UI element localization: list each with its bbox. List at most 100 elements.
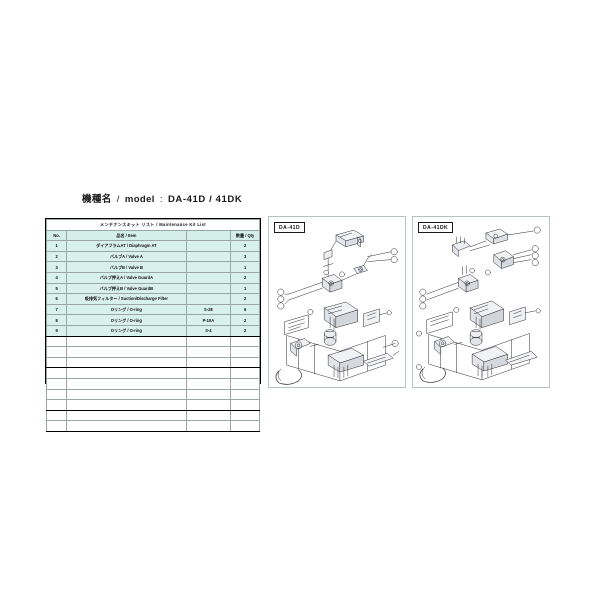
cell-qty: 1 xyxy=(230,261,260,273)
cell-spec xyxy=(185,250,232,263)
cell-no: 2 xyxy=(45,250,68,263)
cell-empty xyxy=(66,420,187,432)
cell-qty: 2 xyxy=(230,324,260,337)
cell-empty xyxy=(185,409,232,422)
model-label-jp: 機種名 xyxy=(82,194,112,205)
model-label-separator: / xyxy=(116,194,120,205)
cell-item: バルブB / Valve B xyxy=(66,261,187,273)
cell-empty xyxy=(230,377,260,390)
cell-empty xyxy=(45,388,68,401)
cell-empty xyxy=(45,356,68,369)
cell-no: 6 xyxy=(45,293,68,305)
cell-no: 1 xyxy=(45,240,68,252)
column-header-spec xyxy=(185,229,232,242)
model-colon: : xyxy=(159,194,163,205)
diagram-drawing-left xyxy=(275,229,400,385)
cell-empty xyxy=(185,420,232,432)
cell-empty xyxy=(185,335,232,348)
diagram-drawing-right xyxy=(416,226,541,383)
cell-qty: 2 xyxy=(230,240,260,252)
cell-empty xyxy=(66,377,187,390)
cell-qty: 3 xyxy=(230,250,260,263)
exploded-assembly-diagram-right: DA-41DK xyxy=(412,216,550,388)
cell-empty xyxy=(66,388,187,401)
table-row-empty xyxy=(45,420,260,432)
cell-empty xyxy=(45,335,68,348)
cell-empty xyxy=(66,409,187,422)
cell-empty xyxy=(66,346,187,358)
cell-empty xyxy=(45,409,68,422)
cell-qty: 2 xyxy=(230,293,260,305)
cell-item: Oリング / O-ring xyxy=(66,314,187,326)
cell-empty xyxy=(185,399,232,411)
table-row-empty xyxy=(45,367,260,379)
cell-empty xyxy=(66,356,187,369)
cell-spec: S-28 xyxy=(185,303,232,316)
cell-no: 3 xyxy=(45,261,68,273)
cell-item: バルブ押えA / Valve GuardA xyxy=(66,271,187,284)
cell-no: 5 xyxy=(45,282,68,295)
cell-empty xyxy=(185,356,232,369)
cell-empty xyxy=(66,399,187,411)
cell-empty xyxy=(230,346,260,358)
cell-empty xyxy=(230,335,260,348)
cell-empty xyxy=(66,335,187,348)
cell-empty xyxy=(185,377,232,390)
table-row-empty xyxy=(45,346,260,358)
cell-spec xyxy=(185,261,232,273)
table-row-empty xyxy=(45,399,260,411)
table-row-empty xyxy=(45,377,260,390)
model-label-en: model xyxy=(124,194,155,205)
table-title: メンテナンスキット リスト / Maintenance Kit List xyxy=(46,219,260,231)
maintenance-kit-table: メンテナンスキット リスト / Maintenance Kit List No.… xyxy=(45,219,260,432)
cell-empty xyxy=(45,367,68,379)
column-header-item: 品名 / Item xyxy=(66,229,187,242)
table-row-empty xyxy=(45,356,260,369)
cell-item: Oリング / O-ring xyxy=(66,303,187,316)
maintenance-kit-table-container: メンテナンスキット リスト / Maintenance Kit List No.… xyxy=(45,218,261,432)
table-row-empty xyxy=(45,335,260,348)
cell-empty xyxy=(185,346,232,358)
cell-item: 吸排気フィルター / Suction/Discharge Filter xyxy=(66,293,187,305)
cell-spec: S-4 xyxy=(185,324,232,337)
cell-no: 4 xyxy=(45,271,68,284)
cell-item: ダイアフラムAT / Diaphragm AT xyxy=(66,240,187,252)
diagram-tag-right: DA-41DK xyxy=(418,222,454,233)
cell-qty: 6 xyxy=(230,303,260,316)
cell-item: Oリング / O-ring xyxy=(66,324,187,337)
cell-empty xyxy=(230,367,260,379)
diagram-tag-left: DA-41D xyxy=(274,222,306,233)
cell-empty xyxy=(45,420,68,432)
cell-empty xyxy=(230,420,260,432)
cell-empty xyxy=(230,388,260,401)
cell-no: 9 xyxy=(45,324,68,337)
cell-spec xyxy=(185,240,232,252)
cell-qty: 2 xyxy=(230,271,260,284)
cell-empty xyxy=(185,367,232,379)
table-title-row: メンテナンスキット リスト / Maintenance Kit List xyxy=(46,219,260,231)
cell-item: バルブA / Valve A xyxy=(66,250,187,263)
cell-qty: 2 xyxy=(230,314,260,326)
cell-empty xyxy=(66,367,187,379)
model-name-line: 機種名 / model : DA-41D / 41DK xyxy=(82,191,242,205)
cell-no: 8 xyxy=(45,314,68,326)
cell-spec xyxy=(185,271,232,284)
column-header-no: No. xyxy=(45,229,68,242)
cell-spec xyxy=(185,293,232,305)
cell-empty xyxy=(45,399,68,411)
cell-empty xyxy=(230,409,260,422)
cell-empty xyxy=(185,388,232,401)
table-row-empty xyxy=(45,409,260,422)
cell-empty xyxy=(45,346,68,358)
cell-no: 7 xyxy=(45,303,68,316)
cell-empty xyxy=(45,377,68,390)
cell-spec xyxy=(185,282,232,295)
